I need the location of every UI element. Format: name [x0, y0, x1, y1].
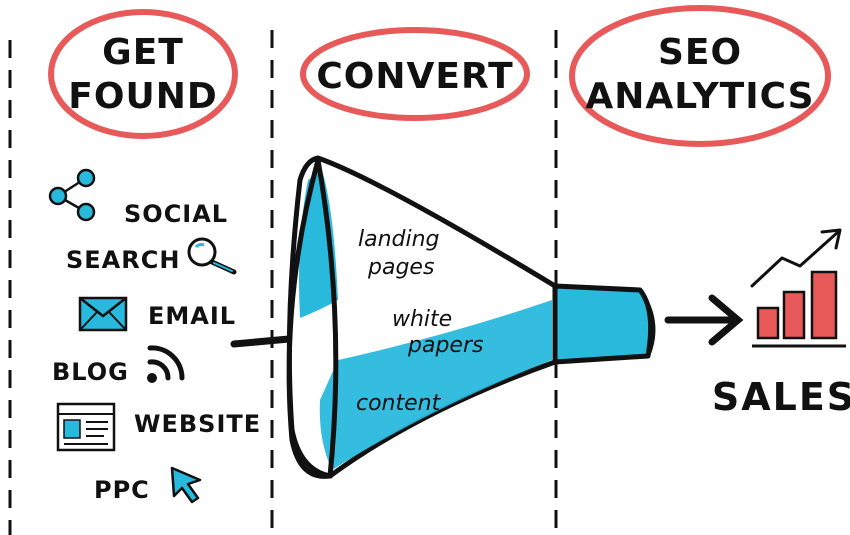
channel-social: SOCIAL [124, 200, 228, 228]
channel-ppc: PPC [94, 476, 150, 504]
bar-1 [756, 306, 780, 340]
convert-header: CONVERT [300, 27, 530, 121]
trend-arrow [750, 230, 840, 288]
rss-icon [147, 345, 185, 383]
seo-line1: SEO [658, 32, 742, 73]
cursor-icon [170, 466, 202, 504]
funnel-landing-1: landing [358, 227, 440, 252]
get-found-line1: GET [102, 32, 184, 73]
seo-analytics-header: SEO ANALYTICS [569, 5, 831, 147]
get-found-line2: FOUND [68, 76, 217, 117]
column-dividers [8, 30, 558, 535]
growth-chart-icon [750, 228, 846, 348]
magnifier-icon [187, 237, 237, 275]
seo-analytics-circle [569, 5, 831, 147]
funnel [286, 155, 656, 479]
arrow-to-sales [664, 294, 744, 346]
funnel-fill-bottom [319, 300, 552, 470]
webpage-icon [56, 402, 116, 452]
sales-label: SALES [712, 375, 850, 419]
channel-website: WEBSITE [134, 410, 261, 438]
channel-email: EMAIL [148, 302, 236, 330]
envelope-icon [78, 296, 128, 332]
convert-title: CONVERT [316, 56, 513, 97]
get-found-circle [48, 9, 238, 139]
funnel-content: content [356, 391, 442, 416]
analytics-line2: ANALYTICS [585, 76, 814, 117]
funnel-white-2: papers [407, 333, 483, 358]
funnel-rim [286, 159, 339, 479]
funnel-spout [552, 283, 654, 365]
channel-blog: BLOG [52, 358, 129, 386]
funnel-landing-2: pages [367, 255, 434, 280]
bar-2 [782, 290, 806, 340]
funnel-white-1: white [392, 307, 452, 332]
funnel-spout-opening [638, 288, 656, 357]
share-icon [48, 168, 96, 222]
get-found-header: GET FOUND [48, 9, 238, 139]
convert-circle [300, 27, 530, 121]
channel-search: SEARCH [66, 246, 180, 274]
bar-3 [810, 270, 838, 340]
trend-arrow-head [820, 228, 842, 250]
